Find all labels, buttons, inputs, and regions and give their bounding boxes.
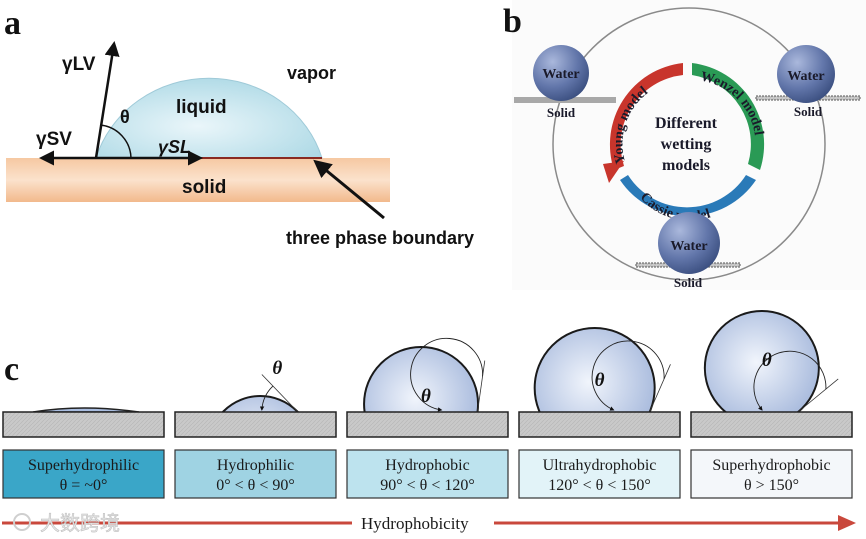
tangent-line [797, 378, 839, 413]
water-droplet-young [533, 45, 589, 101]
gamma-lv-arrow [94, 41, 120, 159]
watermark-text: 大数跨境 [40, 511, 120, 535]
contact-angle-arc [99, 124, 132, 159]
tangent-line [477, 360, 486, 413]
tangent-line [649, 364, 671, 413]
boundary-pointer-arrow [313, 159, 385, 220]
state-box [518, 449, 681, 499]
liquid-droplet [95, 77, 323, 159]
substrate [518, 411, 681, 438]
wetting-state-superhydrophilic: Superhydrophilic θ = ~0° [2, 407, 165, 499]
three-phase-boundary-label: three phase boundary [286, 228, 474, 248]
hydrophobicity-label: Hydrophobicity [361, 514, 469, 533]
water-droplet [221, 395, 300, 412]
gamma-sv-label: γSV [36, 129, 72, 150]
liquid-label: liquid [176, 97, 227, 118]
solid-label: solid [182, 177, 226, 198]
solid-label-cassie: Solid [674, 275, 703, 290]
water-label-cassie: Water [670, 239, 707, 254]
center-line-2: wetting [661, 136, 712, 153]
theta-symbol: θ [762, 350, 772, 371]
young-arrowhead [603, 161, 624, 183]
center-line-3: models [662, 157, 710, 174]
water-droplet [363, 346, 480, 412]
state-box [346, 449, 509, 499]
state-box [174, 449, 337, 499]
state-box [2, 449, 165, 499]
angle-arc [591, 340, 665, 411]
solid-label-wenzel: Solid [794, 104, 823, 119]
water-droplet [533, 327, 656, 412]
angle-arc [259, 385, 274, 411]
solid-label-young: Solid [547, 105, 576, 120]
theta-symbol: θ [595, 370, 605, 391]
gamma-sl-label: γSL [158, 137, 191, 157]
state-range: θ > 150° [744, 477, 799, 494]
wenzel-model-arc [692, 63, 765, 170]
state-name: Hydrophilic [217, 457, 294, 474]
angle-arc [753, 350, 827, 411]
state-name: Ultrahydrophobic [543, 457, 657, 474]
panel-c-label: c [4, 351, 19, 388]
water-label-wenzel: Water [787, 69, 824, 84]
water-droplet-wenzel [777, 45, 835, 103]
outer-ring [552, 7, 826, 281]
vapor-label: vapor [287, 63, 336, 83]
substrate [690, 411, 853, 438]
panel-b-label: b [503, 3, 522, 40]
water-droplet-cassie [658, 212, 720, 274]
state-range: 90° < θ < 120° [380, 477, 475, 494]
substrate [174, 411, 337, 438]
panel-a: a γLV γSV γSL θ liquid vapor solid three… [4, 5, 474, 248]
theta-label: θ [120, 107, 130, 127]
young-model-arc [609, 63, 683, 170]
water-label-young: Water [542, 67, 579, 82]
cassie-model-arc [620, 175, 756, 217]
panel-a-label: a [4, 5, 21, 42]
state-name: Superhydrophobic [712, 457, 830, 474]
water-droplet [703, 310, 820, 412]
tangent-line [261, 374, 299, 413]
state-range: θ = ~0° [60, 477, 108, 494]
state-name: Hydrophobic [385, 457, 469, 474]
state-box [690, 449, 853, 499]
state-range: 0° < θ < 90° [216, 477, 295, 494]
theta-symbol: θ [421, 386, 431, 407]
state-name: Superhydrophilic [28, 457, 139, 474]
substrate [2, 411, 165, 438]
hydrophobicity-arrowhead [838, 515, 856, 531]
watermark-logo-icon [13, 513, 31, 531]
theta-symbol: θ [272, 358, 282, 379]
substrate [346, 411, 509, 438]
state-range: 120° < θ < 150° [548, 477, 651, 494]
gamma-lv-label: γLV [62, 54, 96, 75]
center-line-1: Different [655, 115, 718, 132]
panel-b: b Young model Wenzel model Cassie model … [503, 0, 866, 290]
angle-arc [410, 337, 484, 412]
